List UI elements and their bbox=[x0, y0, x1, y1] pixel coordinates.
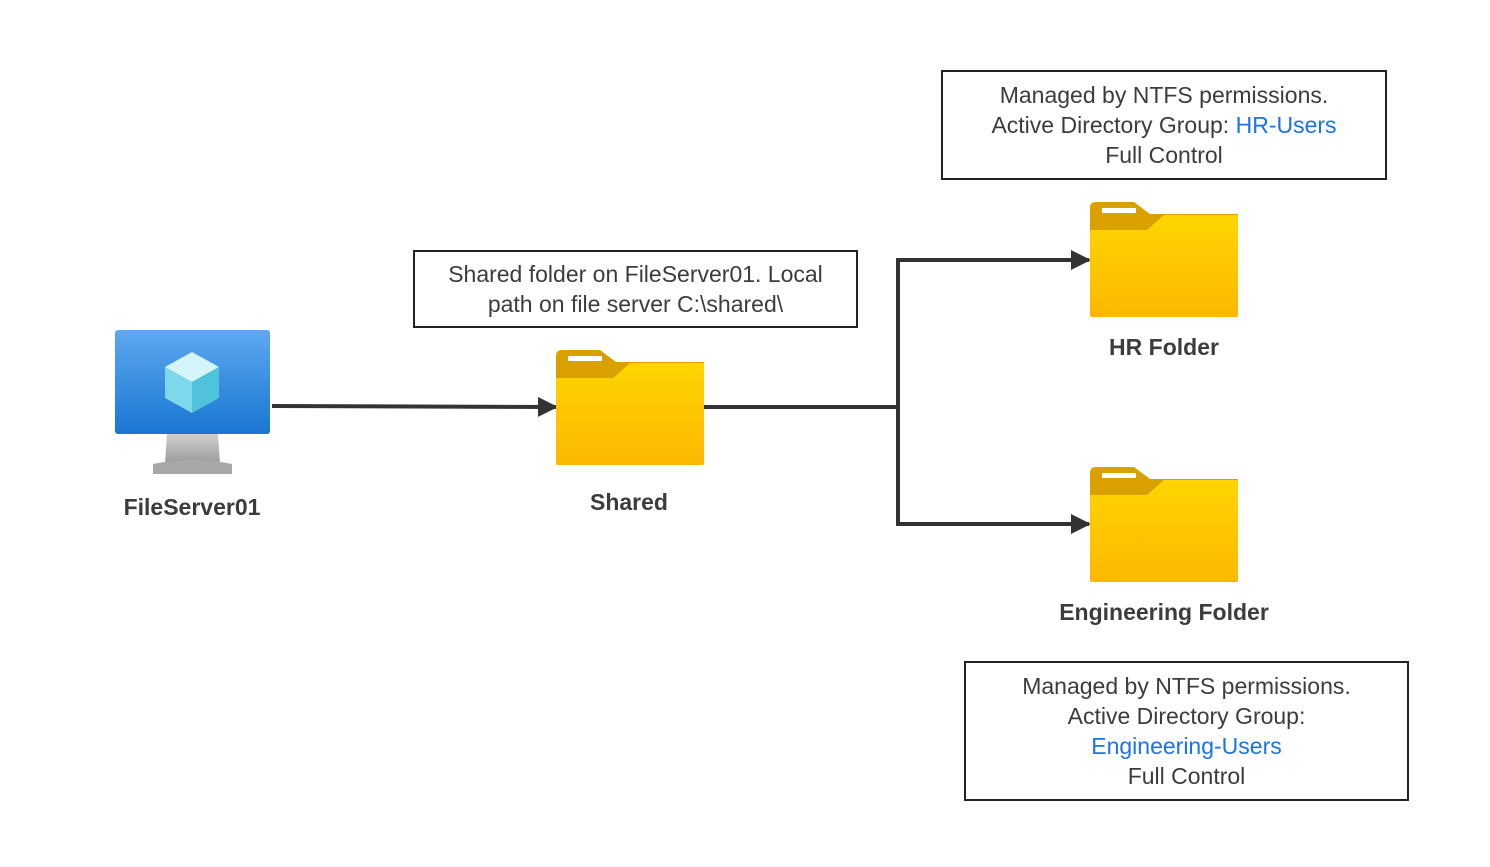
note-eng-line1: Managed by NTFS permissions. bbox=[1022, 673, 1351, 699]
note-shared-folder: Shared folder on FileServer01. Local pat… bbox=[413, 250, 858, 328]
note-shared-line2: path on file server C:\shared\ bbox=[487, 291, 784, 317]
note-hr-line3: Full Control bbox=[1105, 142, 1223, 168]
note-eng-line3: Full Control bbox=[1127, 763, 1246, 789]
node-label-shared: Shared bbox=[590, 489, 668, 515]
node-label-hr-folder: HR Folder bbox=[1109, 334, 1219, 360]
note-eng-line2: Active Directory Group: bbox=[1067, 703, 1306, 729]
folder-icon bbox=[1090, 202, 1238, 317]
note-engineering-permissions: Managed by NTFS permissions. Active Dire… bbox=[964, 661, 1409, 801]
folder-icon bbox=[556, 350, 704, 465]
note-shared-line1: Shared folder on FileServer01. Local bbox=[448, 261, 823, 287]
note-hr-line2: Active Directory Group: HR-Users bbox=[991, 110, 1336, 140]
arrow-server-to-shared bbox=[271, 396, 558, 417]
node-label-fileserver: FileServer01 bbox=[123, 494, 261, 520]
node-label-engineering-folder: Engineering Folder bbox=[1059, 599, 1269, 625]
note-hr-permissions: Managed by NTFS permissions. Active Dire… bbox=[941, 70, 1387, 180]
note-eng-group: Engineering-Users bbox=[1091, 733, 1282, 759]
folder-icon bbox=[1090, 467, 1238, 582]
note-hr-line1: Managed by NTFS permissions. bbox=[999, 82, 1329, 108]
note-hr-group: HR-Users bbox=[1235, 112, 1337, 138]
virtual-machine-icon bbox=[115, 330, 270, 475]
note-hr-line2-prefix: Active Directory Group: bbox=[991, 112, 1236, 138]
